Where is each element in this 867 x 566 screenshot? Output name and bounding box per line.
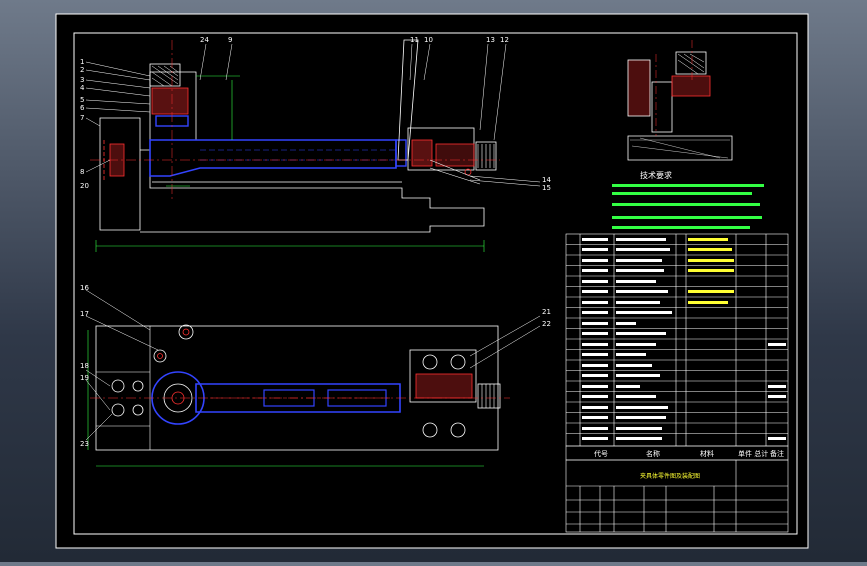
balloon-4: 4	[80, 84, 85, 92]
balloon-3: 3	[80, 76, 84, 84]
balloon-20: 20	[80, 182, 89, 190]
balloon-18: 18	[80, 362, 89, 370]
col-qty: 单件 总计	[738, 449, 768, 458]
balloon-13: 13	[486, 36, 495, 44]
front-view	[85, 39, 541, 252]
balloon-8: 8	[80, 168, 84, 176]
tech-title: 技术要求	[640, 170, 672, 180]
tech-requirements: 技术要求	[612, 170, 764, 229]
parts-list-entries	[582, 238, 786, 440]
balloon-17: 17	[80, 310, 89, 318]
balloon-16: 16	[80, 284, 89, 292]
balloon-15: 15	[542, 184, 551, 192]
drawing-sheet	[55, 13, 809, 549]
tech-line-1	[612, 184, 764, 187]
tech-line-2	[612, 192, 752, 195]
top-view	[85, 289, 541, 467]
col-code: 代号	[594, 449, 608, 458]
tech-line-5	[612, 226, 750, 229]
col-note: 备注	[770, 449, 784, 458]
col-material: 材料	[700, 449, 714, 458]
drawing-name: 夹具体零件图及装配图	[640, 472, 700, 480]
tech-line-4	[612, 216, 762, 219]
balloon-1: 1	[80, 58, 84, 66]
detail-view	[627, 40, 733, 161]
balloon-10: 10	[424, 36, 433, 44]
balloon-7: 7	[80, 114, 84, 122]
balloon-23: 23	[80, 440, 89, 448]
drawing-frame	[73, 32, 798, 535]
balloon-19: 19	[80, 374, 89, 382]
balloon-12: 12	[500, 36, 509, 44]
balloon-11: 11	[410, 36, 419, 44]
balloon-6: 6	[80, 104, 85, 112]
balloon-14: 14	[542, 176, 551, 184]
balloon-2: 2	[80, 66, 84, 74]
tech-line-3	[612, 203, 760, 206]
balloon-labels: 1 2 3 4 5 6 7 8 9 10 11 12 13 14 15 16 1…	[80, 36, 551, 448]
balloon-5: 5	[80, 96, 84, 104]
balloon-21: 21	[542, 308, 551, 316]
col-name: 名称	[646, 449, 660, 458]
balloon-24: 24	[200, 36, 209, 44]
balloon-22: 22	[542, 320, 551, 328]
balloon-9: 9	[228, 36, 232, 44]
parts-list	[565, 233, 789, 447]
title-block	[565, 459, 789, 533]
